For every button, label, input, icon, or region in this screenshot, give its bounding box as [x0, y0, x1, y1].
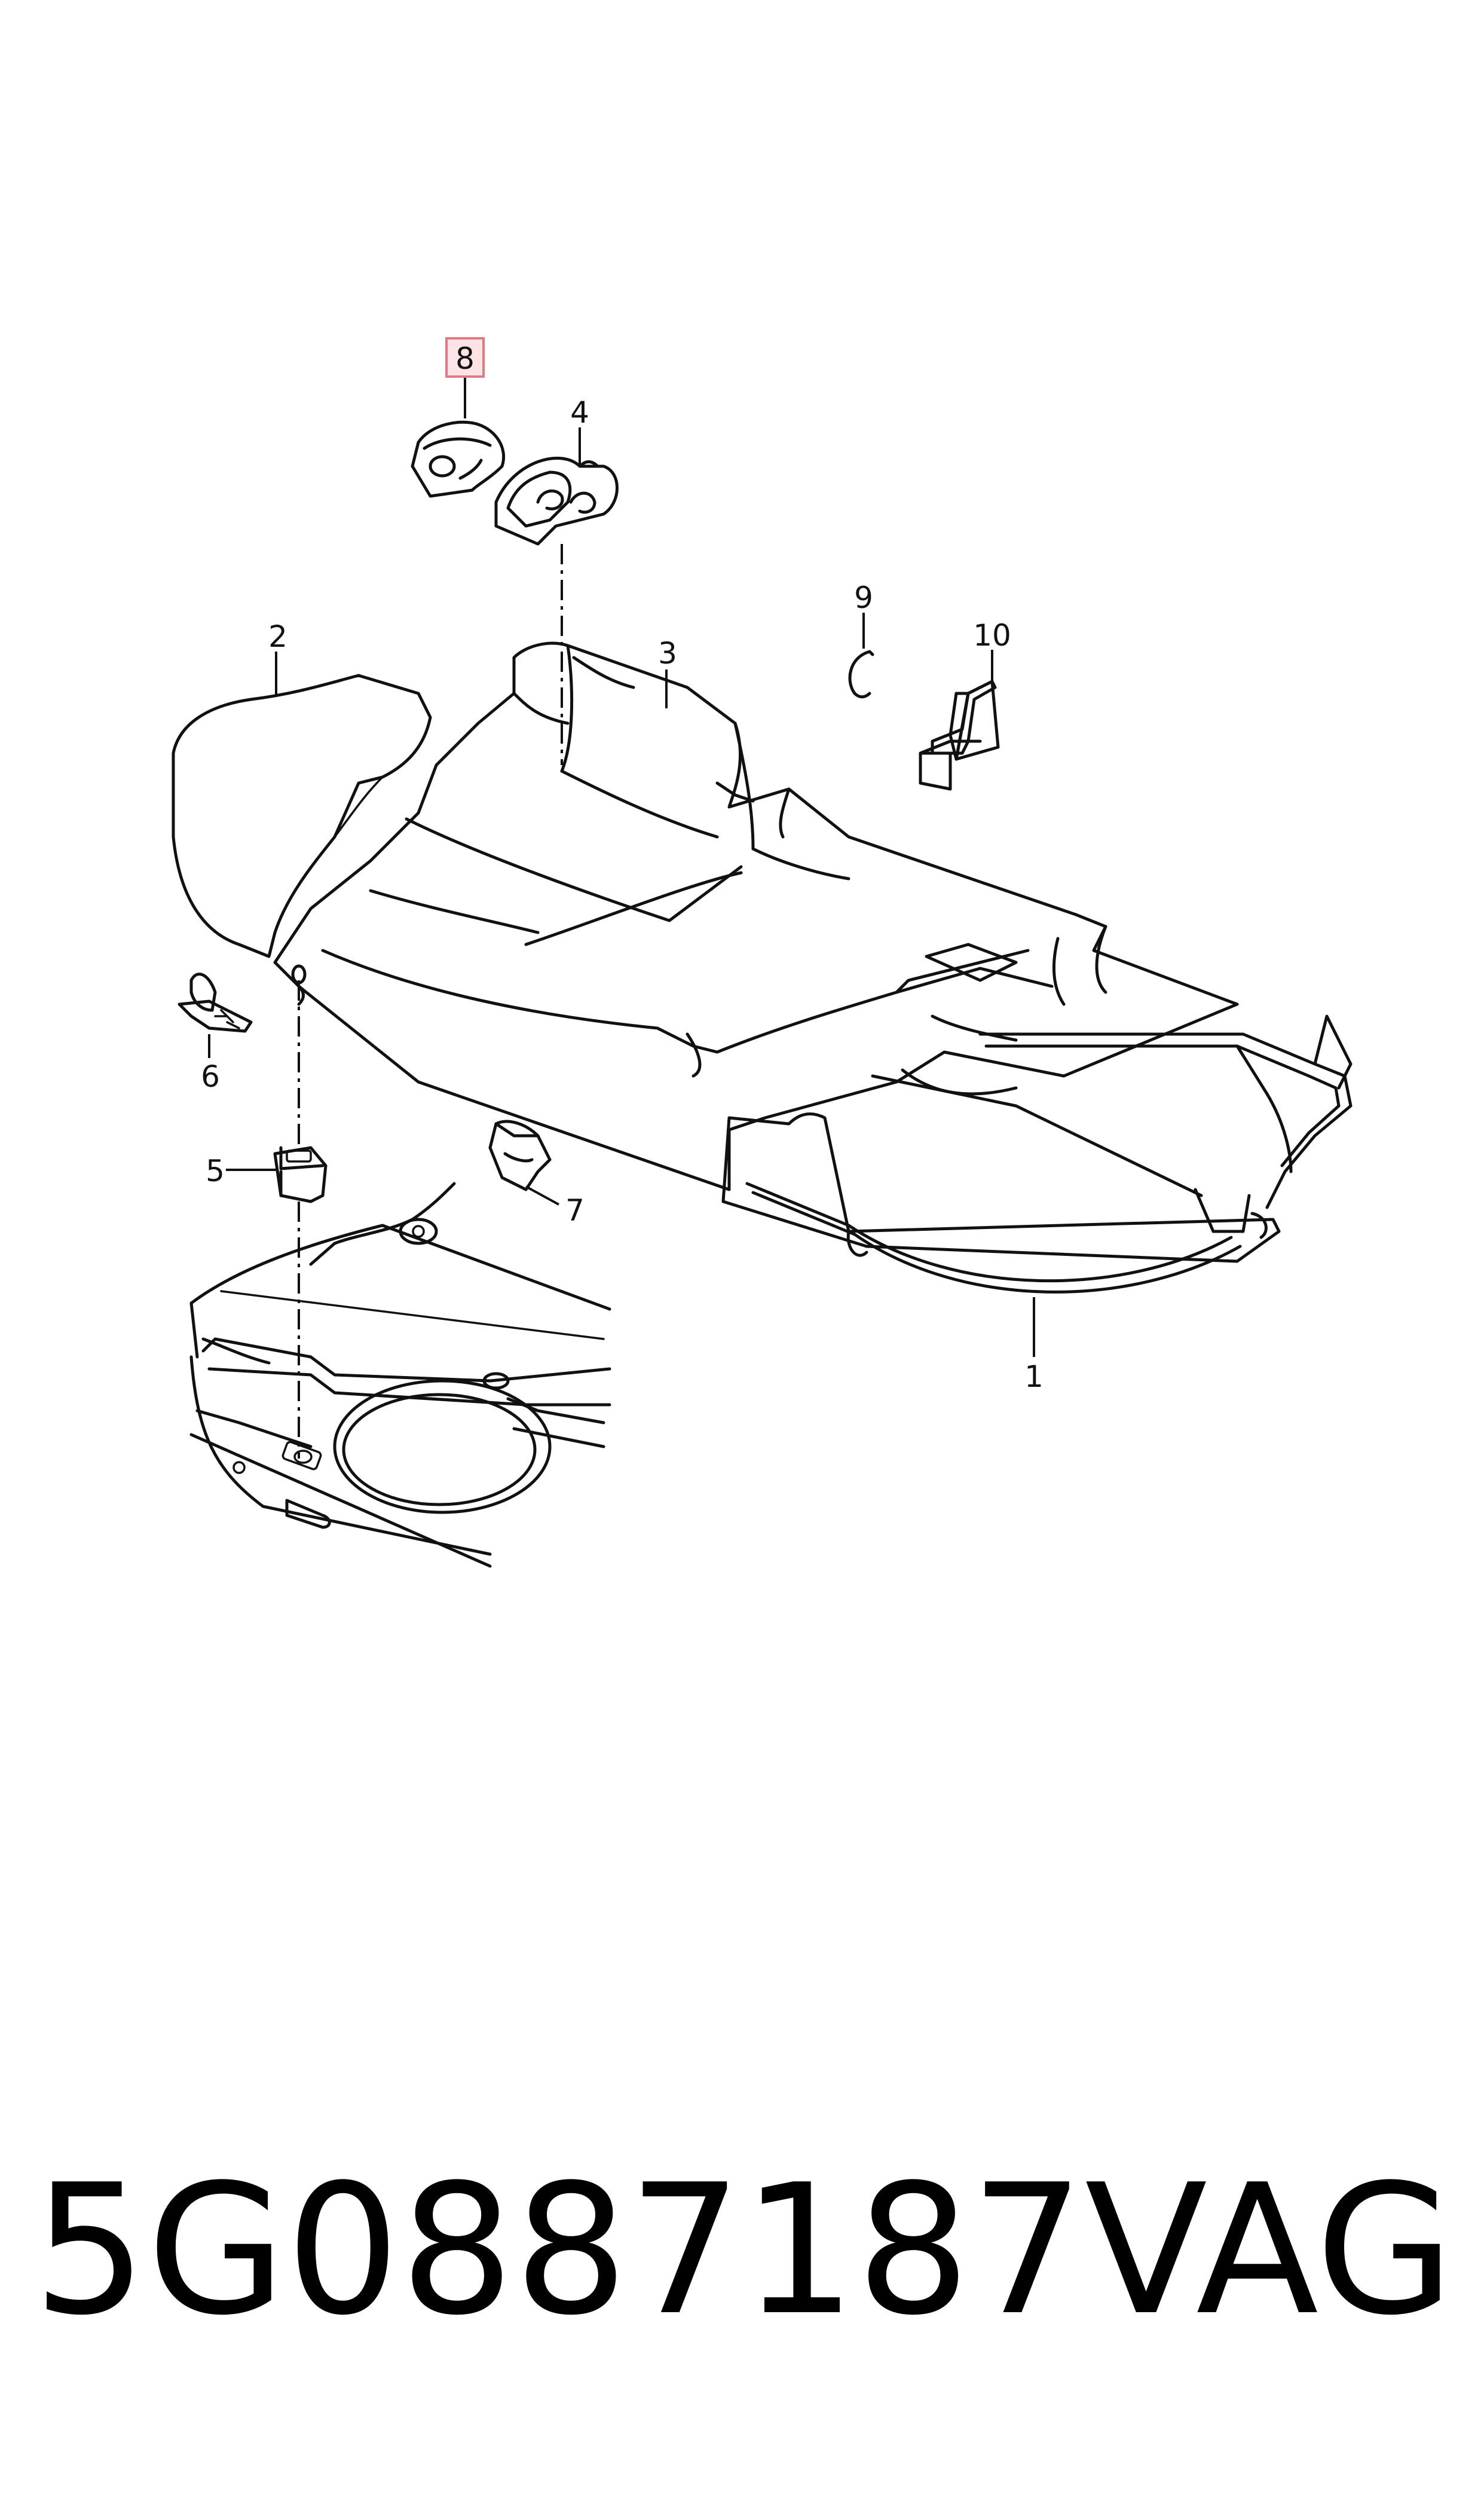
floor-pan — [189, 1182, 611, 1568]
callout-2: 2 — [268, 619, 287, 654]
callout-4: 4 — [570, 395, 589, 430]
belt-guide — [494, 457, 619, 546]
seat-cushion — [273, 641, 1239, 1191]
callout-labels: 1 2 3 4 5 6 7 8 9 10 — [201, 337, 1044, 1394]
callout-1: 1 — [1024, 1359, 1044, 1394]
cover-cap — [411, 420, 506, 498]
callout-10: 10 — [973, 618, 1011, 653]
callout-3: 3 — [658, 636, 677, 671]
callout-6: 6 — [201, 1059, 220, 1094]
callout-8: 8 — [455, 341, 475, 376]
clip-7 — [488, 1120, 552, 1191]
callout-8-highlight — [445, 337, 485, 378]
clip-9 — [848, 650, 874, 699]
callout-5: 5 — [206, 1154, 225, 1188]
callout-9: 9 — [854, 580, 873, 615]
brand-name: VAG — [1085, 2146, 1455, 2355]
callout-7: 7 — [565, 1193, 585, 1228]
foam-wedge — [919, 680, 1000, 791]
stop-buffer — [273, 1146, 328, 1203]
clip-6 — [178, 973, 253, 1033]
leader-lines — [208, 377, 1035, 1357]
part-number: 5G0887187 — [33, 2146, 1085, 2355]
foam-insert — [172, 674, 432, 958]
seat-frame — [721, 1014, 1353, 1294]
